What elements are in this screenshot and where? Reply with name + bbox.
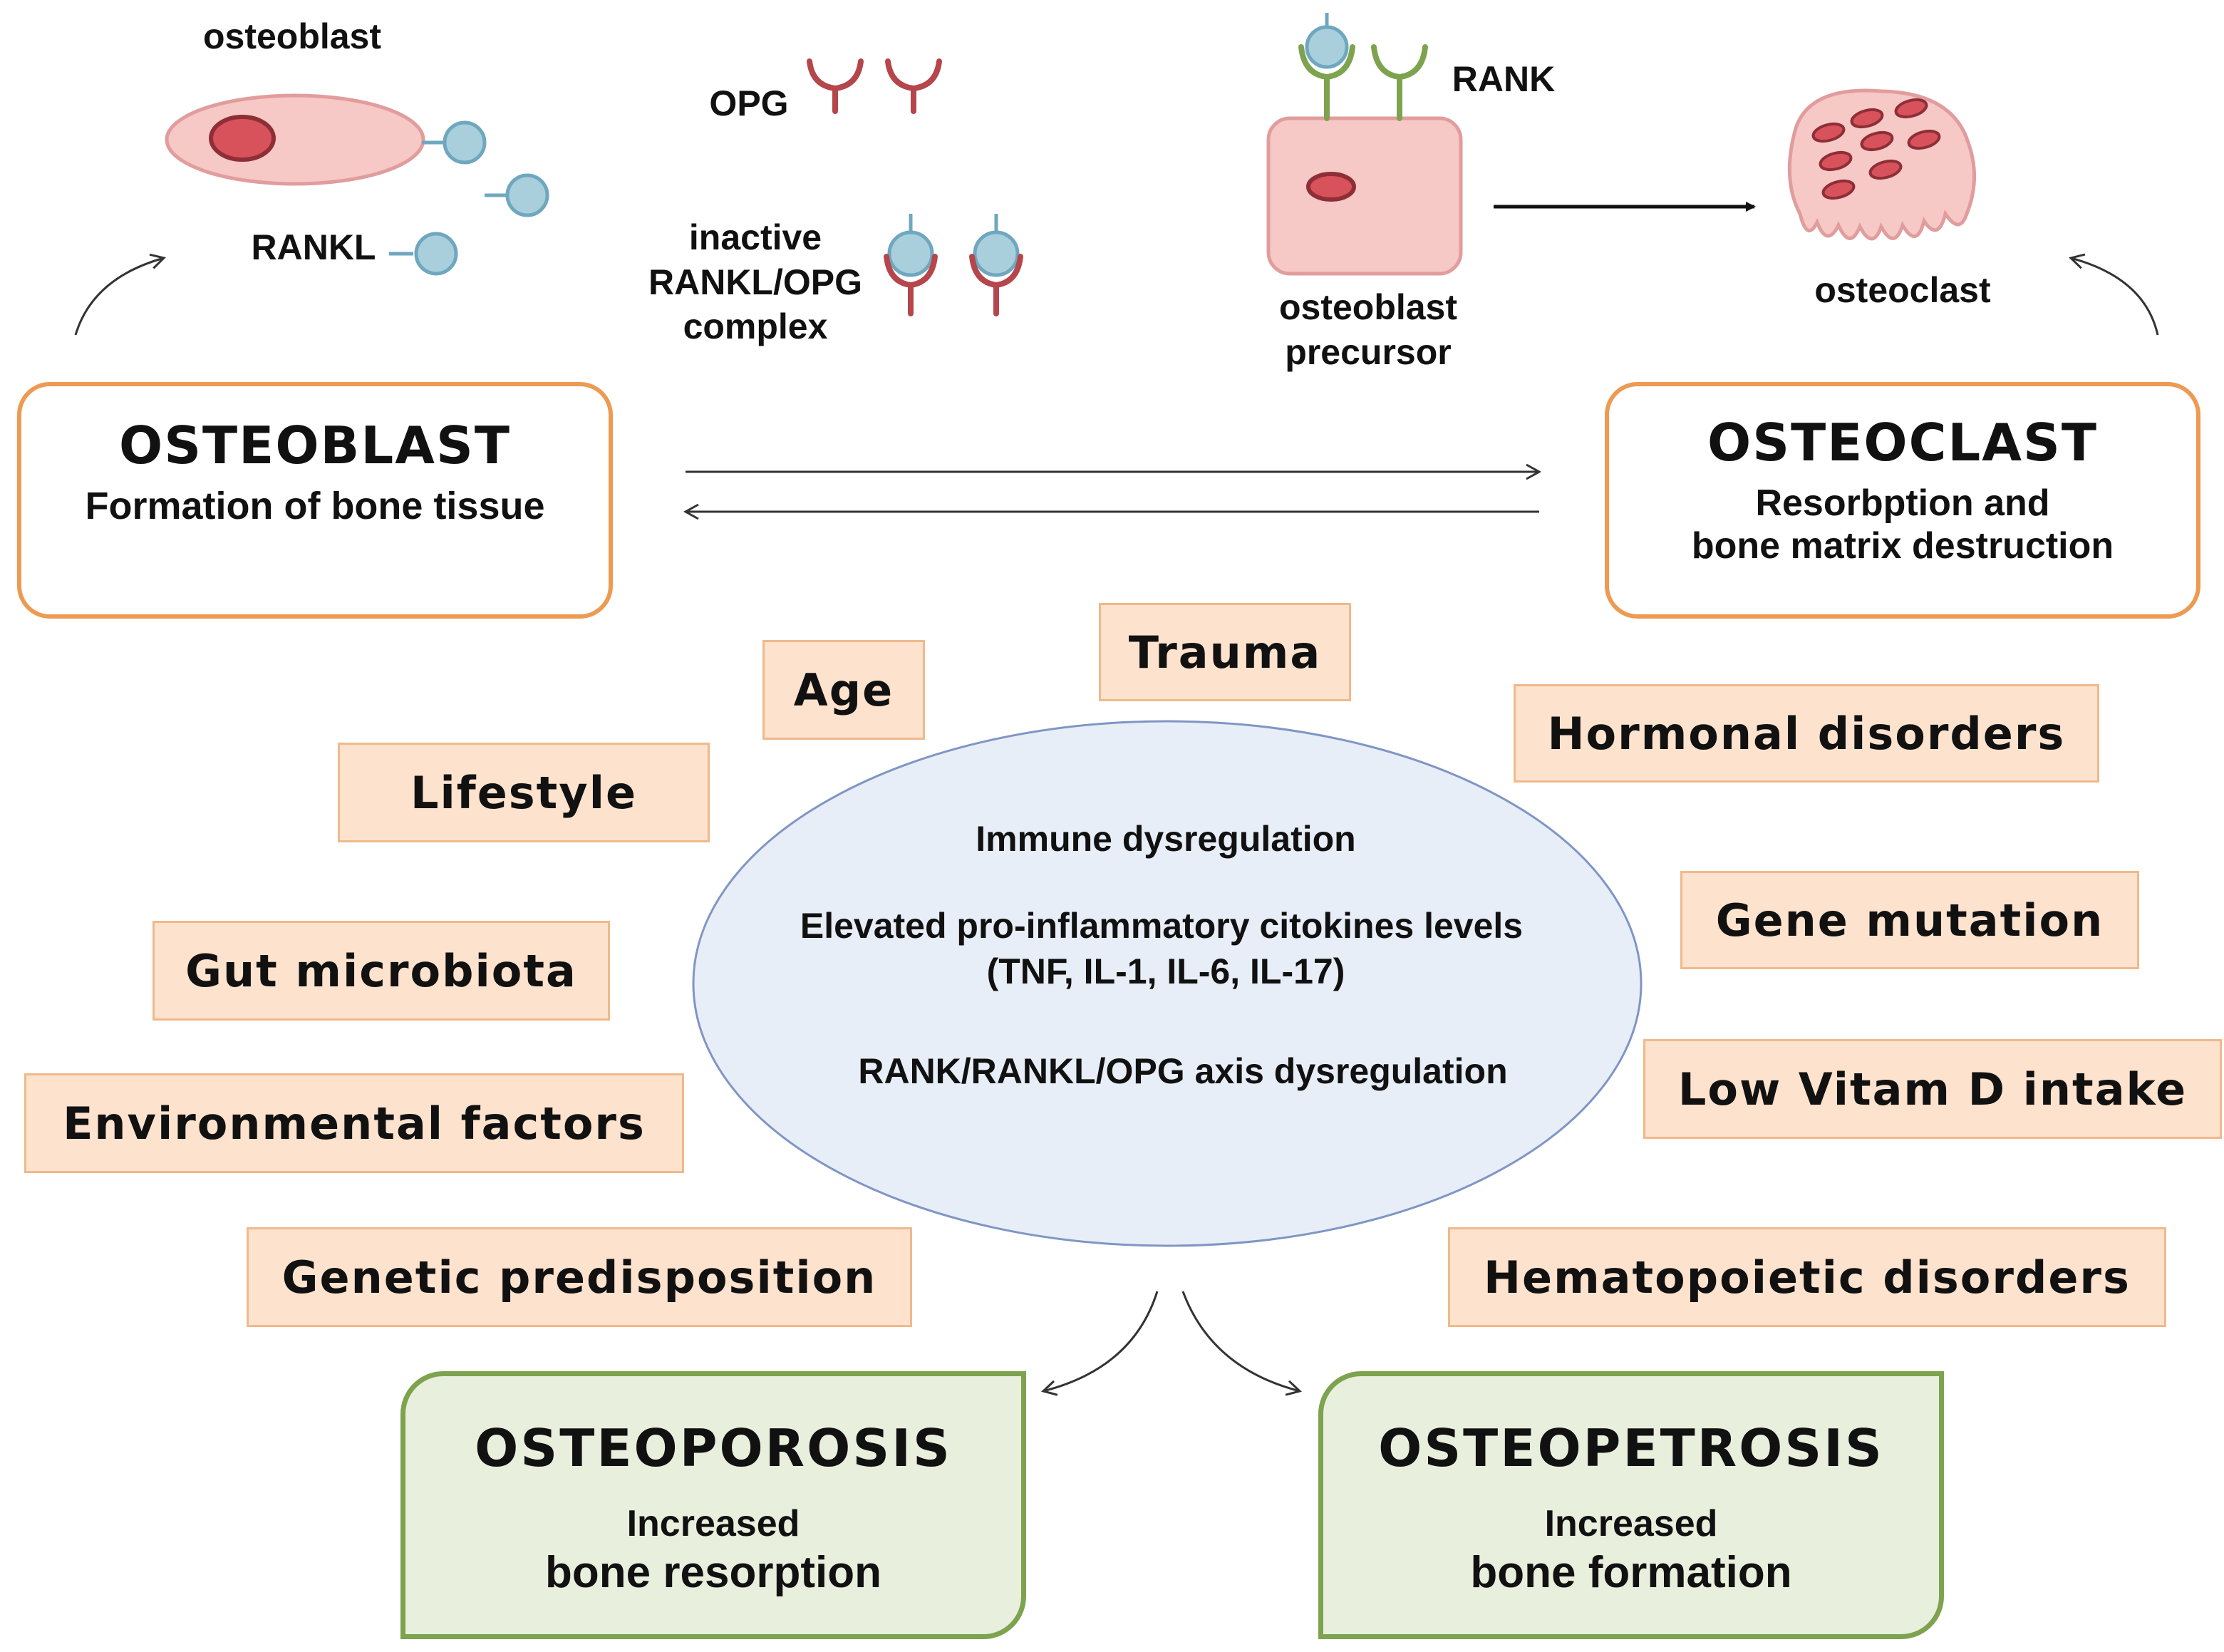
complex-label: inactive RANKL/OPG complex [648, 217, 862, 346]
rank-label: RANK [1452, 59, 1556, 99]
arrow-to-osteopetrosis [1181, 1291, 1302, 1396]
osteoclast-box-subtitle: Resorbption and bone matrix destruction [1691, 482, 2114, 567]
osteopetrosis-box: OSTEOPETROSIS Increased bone formation [1318, 1371, 1944, 1639]
osteoclast-box: OSTEOCLAST Resorbption and bone matrix d… [1605, 382, 2200, 619]
factor-gene-mutation: Gene mutation [1680, 871, 2139, 969]
factor-environmental: Environmental factors [24, 1073, 684, 1173]
osteoporosis-line2: bone resorption [545, 1548, 881, 1598]
osteopetrosis-line2: bone formation [1470, 1548, 1792, 1598]
osteoblast-box: OSTEOBLAST Formation of bone tissue [17, 382, 613, 619]
factor-hormonal: Hormonal disorders [1514, 684, 2099, 783]
factor-trauma: Trauma [1099, 603, 1351, 701]
factor-gut-microbiota: Gut microbiota [152, 921, 610, 1021]
rankl-label: RANKL [251, 227, 376, 267]
rankl-opg-complex-icon [884, 214, 1023, 316]
factor-hematopoietic: Hematopoietic disorders [1448, 1227, 2166, 1327]
center-line-citokines: Elevated pro-inflammatory citokines leve… [800, 906, 1524, 946]
center-line-axis: RANK/RANKL/OPG axis dysregulation [858, 1051, 1508, 1091]
center-line-immune: Immune dysregulation [976, 819, 1356, 859]
osteoblast-cell-icon [165, 93, 549, 276]
factor-lifestyle: Lifestyle [338, 743, 710, 842]
center-line-interleukins: (TNF, IL-1, IL-6, IL-17) [986, 951, 1345, 991]
precursor-label: osteoblast precursor [1278, 287, 1458, 372]
center-ellipse [692, 720, 1643, 1247]
osteopetrosis-line1: Increased [1544, 1503, 1718, 1545]
factor-age: Age [762, 640, 925, 740]
precursor-cell-icon [1266, 13, 1463, 276]
osteoclast-label: osteoclast [1814, 270, 1991, 310]
osteoporosis-title: OSTEOPOROSIS [475, 1418, 952, 1478]
osteoclast-box-title: OSTEOCLAST [1707, 413, 2098, 473]
osteoclast-curve-arrow [2069, 253, 2159, 336]
factor-genetic: Genetic predisposition [247, 1227, 912, 1327]
osteoblast-box-subtitle: Formation of bone tissue [85, 485, 545, 528]
osteopetrosis-title: OSTEOPETROSIS [1378, 1418, 1884, 1478]
osteoblast-curve-arrow [74, 253, 166, 336]
arrow-to-osteoporosis [1041, 1291, 1159, 1396]
osteoporosis-box: OSTEOPOROSIS Increased bone resorption [400, 1371, 1026, 1639]
osteoporosis-line1: Increased [626, 1503, 800, 1545]
osteoblast-box-title: OSTEOBLAST [118, 415, 511, 475]
opg-receptor-icon [807, 58, 942, 114]
factor-vitamin-d: Low Vitam D intake [1643, 1039, 2222, 1139]
osteoclast-cell-icon [1787, 88, 1977, 241]
osteoblast-label: osteoblast [202, 16, 382, 56]
opg-label: OPG [709, 83, 789, 123]
